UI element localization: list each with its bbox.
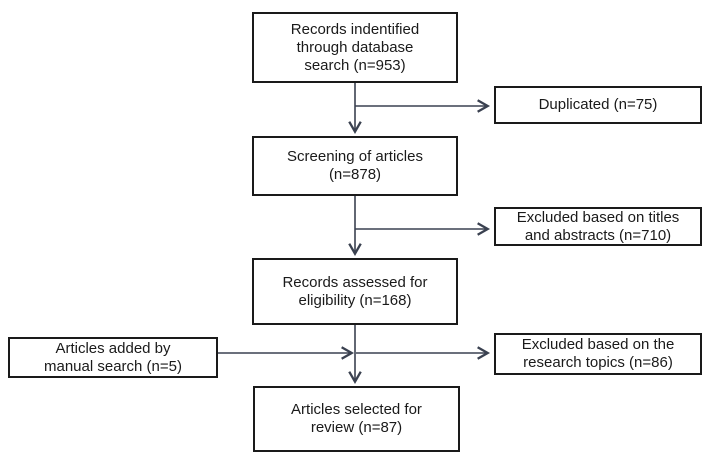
box-records-assessed-label: Records assessed for eligibility (n=168) bbox=[282, 273, 428, 309]
box-records-identified-label: Records indentified through database sea… bbox=[290, 20, 420, 74]
box-manual-search-label: Articles added by manual search (n=5) bbox=[44, 339, 182, 375]
box-excluded-titles-abstracts: Excluded based on titles and abstracts (… bbox=[494, 207, 702, 246]
box-manual-search: Articles added by manual search (n=5) bbox=[8, 337, 218, 378]
box-articles-selected-label: Articles selected for review (n=87) bbox=[291, 401, 422, 436]
box-duplicated-label: Duplicated (n=75) bbox=[538, 96, 658, 113]
box-excluded-research-topics-label: Excluded based on the research topics (n… bbox=[521, 336, 675, 371]
box-records-assessed: Records assessed for eligibility (n=168) bbox=[252, 258, 458, 325]
box-screening: Screening of articles (n=878) bbox=[252, 136, 458, 196]
box-duplicated: Duplicated (n=75) bbox=[494, 86, 702, 124]
box-excluded-research-topics: Excluded based on the research topics (n… bbox=[494, 333, 702, 375]
box-articles-selected: Articles selected for review (n=87) bbox=[253, 386, 460, 452]
box-records-identified: Records indentified through database sea… bbox=[252, 12, 458, 83]
box-screening-label: Screening of articles (n=878) bbox=[287, 148, 423, 183]
box-excluded-titles-abstracts-label: Excluded based on titles and abstracts (… bbox=[516, 208, 680, 244]
